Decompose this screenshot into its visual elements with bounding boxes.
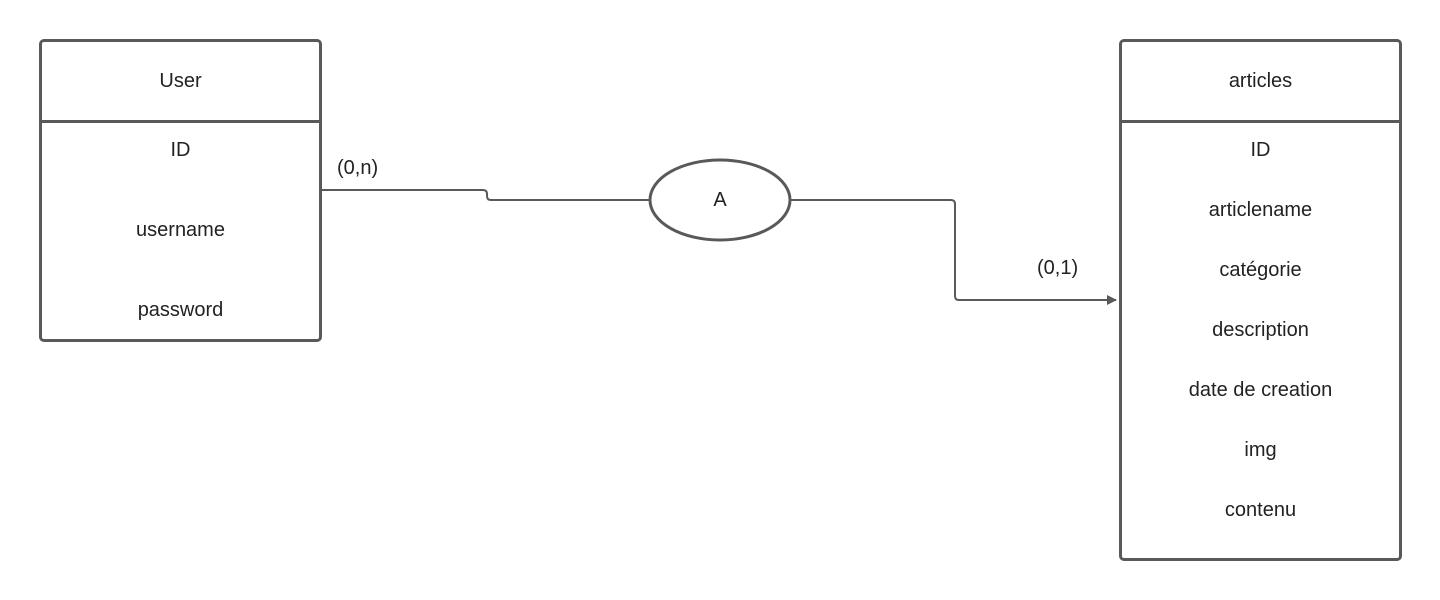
relationship-label: A xyxy=(713,188,727,211)
relation-to-articles-line xyxy=(790,199,1117,305)
user-entity-header: User xyxy=(42,42,319,123)
articles-attribute-id: ID xyxy=(1250,139,1271,161)
articles-attribute-img: img xyxy=(1244,439,1277,461)
relationship-ellipse xyxy=(648,158,792,242)
user-cardinality: (0,n) xyxy=(337,157,379,179)
user-entity-title: User xyxy=(159,69,202,92)
articles-entity-header: articles xyxy=(1122,42,1399,123)
user-entity: User ID username password xyxy=(39,39,322,342)
user-attribute-username: username xyxy=(136,219,225,241)
relationship-node: A xyxy=(649,159,791,241)
articles-attribute-description: description xyxy=(1212,319,1309,341)
articles-attribute-date-de-creation: date de creation xyxy=(1188,379,1333,401)
articles-attribute-categorie: catégorie xyxy=(1219,259,1302,281)
articles-entity-title: articles xyxy=(1228,69,1293,92)
user-attribute-password: password xyxy=(137,299,224,321)
user-attribute-id: ID xyxy=(170,139,191,161)
articles-attribute-contenu: contenu xyxy=(1224,499,1297,521)
articles-cardinality: (0,1) xyxy=(1037,257,1079,279)
user-to-relation-line xyxy=(322,189,650,201)
articles-attribute-articlename: articlename xyxy=(1208,199,1313,221)
articles-entity: articles ID articlename catégorie descri… xyxy=(1119,39,1402,561)
